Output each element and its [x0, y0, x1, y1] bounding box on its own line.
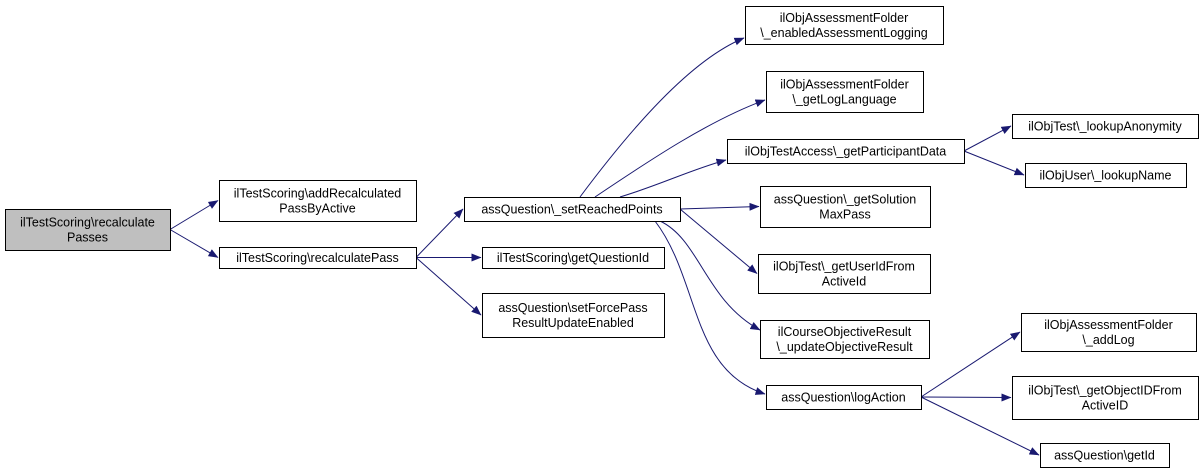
edge-log_action-to-get_id: [920, 396, 1040, 456]
node-box: [766, 71, 924, 113]
nodes-layer: ilTestScoring\recalculatePassesilTestSco…: [5, 6, 1199, 468]
node-label-line: ilObjTest\_getUserIdFrom: [773, 260, 915, 274]
node-label-line: ResultUpdateEnabled: [512, 316, 634, 330]
node-get_lang[interactable]: ilObjAssessmentFolder\_getLogLanguage: [766, 71, 924, 113]
node-label-line: assQuestion\logAction: [781, 391, 905, 405]
node-label-line: assQuestion\_getSolution: [774, 193, 917, 207]
edge-set_reached-to-solution_max: [679, 202, 760, 211]
edge-root-to-add_recalc: [169, 200, 219, 230]
node-box: [760, 320, 930, 359]
node-box: [1040, 443, 1170, 468]
node-label-line: MaxPass: [819, 208, 870, 222]
node-lookup_name[interactable]: ilObjUser\_lookupName: [1025, 163, 1187, 188]
node-box: [1025, 163, 1187, 188]
node-label-line: ilObjAssessmentFolder: [780, 78, 909, 92]
node-lookup_anon[interactable]: ilObjTest\_lookupAnonymity: [1012, 114, 1199, 139]
node-box: [745, 6, 944, 45]
edge-participant-to-lookup_name: [963, 150, 1025, 176]
node-set_reached[interactable]: assQuestion\_setReachedPoints: [464, 197, 681, 222]
node-label-line: assQuestion\getId: [1054, 449, 1155, 463]
edge-set_reached-to-participant: [619, 158, 727, 198]
node-label-line: PassByActive: [279, 202, 355, 216]
node-label-line: ilTestScoring\recalculatePass: [236, 251, 399, 265]
node-label-line: ilTestScoring\recalculate: [20, 216, 155, 230]
node-label-line: ActiveID: [1082, 399, 1129, 413]
node-recalc_pass[interactable]: ilTestScoring\recalculatePass: [219, 247, 417, 269]
node-label-line: ilTestScoring\getQuestionId: [497, 251, 649, 265]
node-box: [219, 180, 417, 222]
node-get_qid[interactable]: ilTestScoring\getQuestionId: [482, 247, 665, 269]
node-box: [482, 247, 665, 269]
node-label-line: ilObjAssessmentFolder: [1044, 318, 1173, 332]
node-box: [1012, 376, 1199, 420]
node-box: [760, 186, 931, 228]
edge-log_action-to-add_log: [920, 331, 1021, 398]
node-get_id[interactable]: assQuestion\getId: [1040, 443, 1170, 468]
edges-layer: [169, 37, 1040, 456]
node-label-line: ilObjTestAccess\_getParticipantData: [745, 145, 947, 159]
node-add_log[interactable]: ilObjAssessmentFolder\_addLog: [1021, 313, 1197, 352]
node-label-line: \_enabledAssessmentLogging: [760, 26, 928, 40]
node-label-line: ilTestScoring\addRecalculated: [234, 187, 402, 201]
node-label-line: ilObjUser\_lookupName: [1039, 169, 1171, 183]
edge-set_reached-to-enabled_log: [579, 37, 745, 198]
node-label-line: ilObjTest\_lookupAnonymity: [1028, 120, 1182, 134]
node-box: [5, 209, 171, 251]
edge-recalc_pass-to-force_pass: [415, 257, 482, 316]
node-participant[interactable]: ilObjTestAccess\_getParticipantData: [727, 139, 965, 164]
node-add_recalc[interactable]: ilTestScoring\addRecalculatedPassByActiv…: [219, 180, 417, 222]
edge-set_reached-to-userid_active: [679, 208, 758, 274]
node-box: [219, 247, 417, 269]
node-label-line: ilObjTest\_getObjectIDFrom: [1028, 384, 1182, 398]
node-label-line: ilCourseObjectiveResult: [778, 325, 912, 339]
edge-root-to-recalc_pass: [169, 229, 219, 258]
node-label-line: assQuestion\setForcePass: [498, 301, 647, 315]
node-label-line: Passes: [67, 231, 108, 245]
node-label-line: assQuestion\_setReachedPoints: [481, 203, 662, 217]
node-force_pass[interactable]: assQuestion\setForcePassResultUpdateEnab…: [482, 293, 665, 338]
node-label-line: ActiveId: [822, 275, 867, 289]
node-label-line: ilObjAssessmentFolder: [780, 11, 909, 25]
edge-log_action-to-objid_active: [920, 393, 1012, 402]
node-box: [727, 139, 965, 164]
edge-set_reached-to-update_obj: [659, 220, 761, 331]
edge-participant-to-lookup_anon: [963, 125, 1012, 152]
node-box: [758, 254, 931, 294]
node-box: [464, 197, 681, 222]
node-label-line: \_updateObjectiveResult: [776, 340, 913, 354]
node-update_obj[interactable]: ilCourseObjectiveResult\_updateObjective…: [760, 320, 930, 359]
edge-recalc_pass-to-set_reached: [415, 208, 464, 258]
node-box: [482, 293, 665, 338]
node-box: [766, 385, 922, 410]
node-box: [1021, 313, 1197, 352]
node-label-line: \_getLogLanguage: [792, 93, 896, 107]
edge-set_reached-to-get_lang: [594, 99, 766, 198]
node-log_action[interactable]: assQuestion\logAction: [766, 385, 922, 410]
node-enabled_log[interactable]: ilObjAssessmentFolder\_enabledAssessment…: [745, 6, 944, 45]
node-box: [1012, 114, 1199, 139]
edge-set_reached-to-log_action: [654, 220, 766, 395]
node-label-line: \_addLog: [1082, 333, 1134, 347]
